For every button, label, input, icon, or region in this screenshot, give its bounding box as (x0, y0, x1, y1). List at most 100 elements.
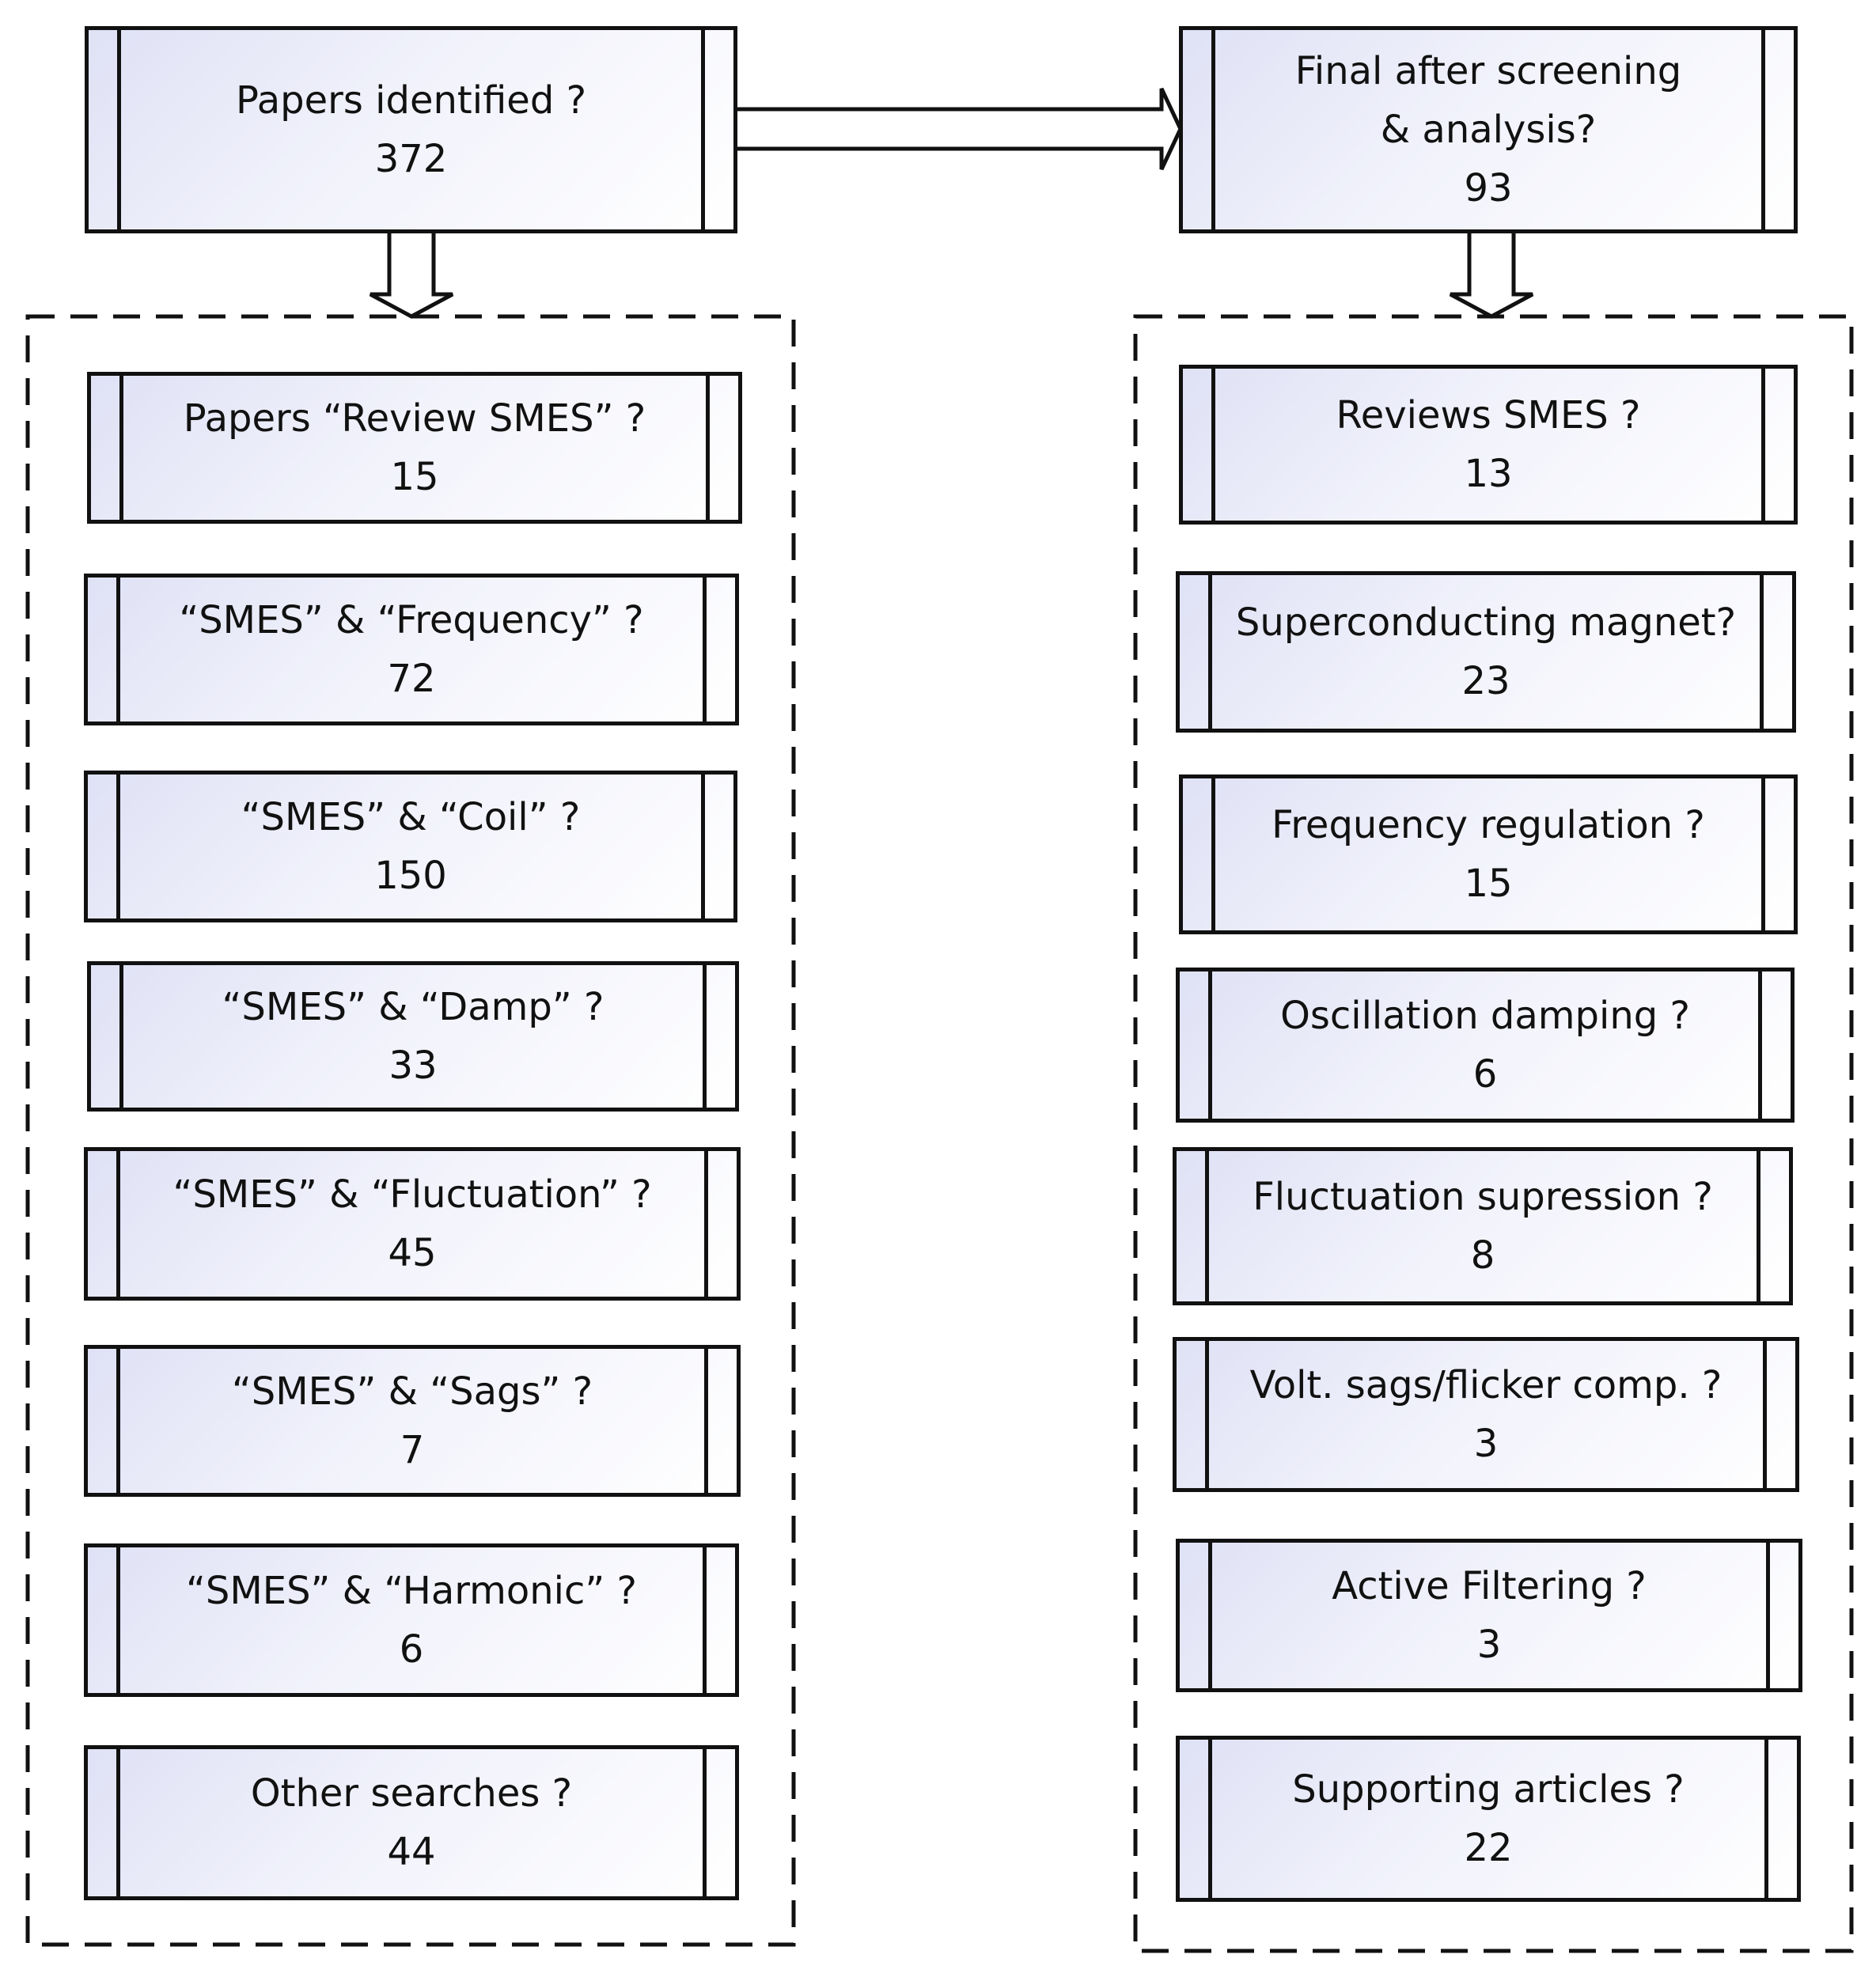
box-right-bar (701, 775, 733, 918)
box-text: Oscillation damping ? 6 (1219, 971, 1751, 1119)
category-group-frame (1133, 314, 1854, 1953)
box-left-bar (1180, 971, 1212, 1119)
box-left-bar (1180, 1740, 1212, 1898)
box-count: 13 (1464, 452, 1513, 496)
box-text: “SMES” & “Damp” ? 33 (131, 965, 695, 1108)
box-text: Active Filtering ? 3 (1219, 1543, 1759, 1688)
box-count: 3 (1476, 1623, 1502, 1667)
box-left-bar (1177, 1341, 1209, 1488)
search-box-review-smes: Papers “Review SMES” ? 15 (87, 372, 742, 524)
box-left-bar (88, 1151, 120, 1297)
box-right-bar (703, 1547, 735, 1693)
box-right-bar (703, 1749, 735, 1896)
box-label: Superconducting magnet? (1235, 600, 1737, 645)
category-box-oscillation-damping: Oscillation damping ? 6 (1176, 968, 1795, 1123)
box-text: Other searches ? 44 (127, 1749, 695, 1896)
category-box-fluctuation-supression: Fluctuation supression ? 8 (1173, 1147, 1793, 1305)
box-label: Papers “Review SMES” ? (183, 396, 646, 441)
box-left-bar (88, 1349, 120, 1493)
search-box-frequency: “SMES” & “Frequency” ? 72 (84, 574, 739, 725)
box-count: 44 (387, 1830, 436, 1874)
search-box-sags: “SMES” & “Sags” ? 7 (84, 1345, 741, 1497)
box-text: Frequency regulation ? 15 (1222, 778, 1754, 930)
category-box-supporting-articles: Supporting articles ? 22 (1176, 1736, 1801, 1902)
box-right-bar (706, 376, 738, 520)
final-after-screening-box: Final after screening & analysis? 93 (1179, 26, 1798, 233)
box-count: 6 (1472, 1052, 1498, 1096)
box-label: Fluctuation supression ? (1253, 1175, 1713, 1219)
box-right-bar (1761, 778, 1794, 930)
box-label: “SMES” & “Damp” ? (222, 985, 604, 1029)
box-text: Papers “Review SMES” ? 15 (131, 376, 699, 520)
box-count: 6 (399, 1627, 424, 1672)
box-label: Reviews SMES ? (1336, 393, 1641, 437)
box-right-bar (704, 1349, 737, 1493)
box-count: 150 (374, 854, 447, 898)
box-left-bar (1183, 30, 1215, 229)
box-left-bar (88, 578, 120, 721)
box-right-bar (703, 965, 735, 1108)
box-count: 23 (1461, 659, 1510, 703)
box-text: Final after screening & analysis? 93 (1222, 30, 1754, 229)
box-count: 22 (1464, 1826, 1513, 1870)
box-left-bar (91, 376, 123, 520)
category-box-volt-sags-flicker: Volt. sags/flicker comp. ? 3 (1173, 1337, 1799, 1492)
box-left-bar (1180, 1543, 1212, 1688)
box-text: Supporting articles ? 22 (1219, 1740, 1757, 1898)
box-text: “SMES” & “Harmonic” ? 6 (127, 1547, 695, 1693)
box-left-bar (88, 1749, 120, 1896)
box-right-bar (701, 30, 733, 229)
box-label: “SMES” & “Sags” ? (231, 1369, 593, 1414)
box-label-line1: Final after screening (1294, 49, 1682, 93)
box-count: 15 (390, 455, 439, 499)
arrow-source-to-final (736, 87, 1183, 171)
box-count: 45 (388, 1231, 437, 1275)
box-label: Papers identified ? (235, 78, 587, 123)
box-text: “SMES” & “Coil” ? 150 (127, 775, 694, 918)
category-box-frequency-regulation: Frequency regulation ? 15 (1179, 775, 1798, 934)
box-label: Oscillation damping ? (1280, 994, 1690, 1038)
box-label: “SMES” & “Coil” ? (241, 795, 581, 839)
arrow-final-to-categories (1449, 231, 1534, 319)
box-count: 7 (400, 1428, 425, 1472)
box-text: “SMES” & “Frequency” ? 72 (127, 578, 695, 721)
arrow-source-to-searches (369, 231, 454, 319)
box-count: 3 (1473, 1422, 1499, 1466)
box-count: 72 (387, 657, 436, 701)
box-text: “SMES” & “Sags” ? 7 (127, 1349, 697, 1493)
box-left-bar (1180, 575, 1212, 729)
box-left-bar (1183, 369, 1215, 521)
box-right-bar (1758, 971, 1791, 1119)
box-text: “SMES” & “Fluctuation” ? 45 (127, 1151, 697, 1297)
box-count: 8 (1470, 1233, 1495, 1278)
box-text: Fluctuation supression ? 8 (1216, 1151, 1749, 1301)
box-right-bar (704, 1151, 737, 1297)
box-right-bar (1757, 1151, 1789, 1301)
box-left-bar (89, 30, 121, 229)
box-left-bar (1183, 778, 1215, 930)
box-count: 93 (1464, 166, 1513, 210)
box-count: 372 (374, 137, 448, 181)
box-left-bar (88, 775, 120, 918)
box-label-line2: & analysis? (1380, 108, 1597, 152)
box-text: Papers identified ? 372 (128, 30, 694, 229)
search-group-frame (25, 314, 796, 1947)
box-label: “SMES” & “Fluctuation” ? (172, 1172, 652, 1217)
category-box-active-filtering: Active Filtering ? 3 (1176, 1539, 1802, 1692)
papers-identified-box: Papers identified ? 372 (85, 26, 737, 233)
box-right-bar (1766, 1543, 1798, 1688)
box-label: Frequency regulation ? (1272, 803, 1705, 847)
search-box-coil: “SMES” & “Coil” ? 150 (84, 771, 737, 922)
category-box-superconducting-magnet: Superconducting magnet? 23 (1176, 571, 1796, 733)
box-label: “SMES” & “Frequency” ? (179, 598, 644, 642)
search-box-damp: “SMES” & “Damp” ? 33 (87, 961, 739, 1112)
search-box-other: Other searches ? 44 (84, 1745, 739, 1900)
box-right-bar (703, 578, 735, 721)
box-text: Volt. sags/flicker comp. ? 3 (1216, 1341, 1756, 1488)
search-box-harmonic: “SMES” & “Harmonic” ? 6 (84, 1543, 739, 1697)
category-box-reviews-smes: Reviews SMES ? 13 (1179, 365, 1798, 525)
box-label: Other searches ? (250, 1771, 573, 1816)
box-right-bar (1760, 575, 1792, 729)
box-left-bar (91, 965, 123, 1108)
box-right-bar (1764, 1740, 1797, 1898)
